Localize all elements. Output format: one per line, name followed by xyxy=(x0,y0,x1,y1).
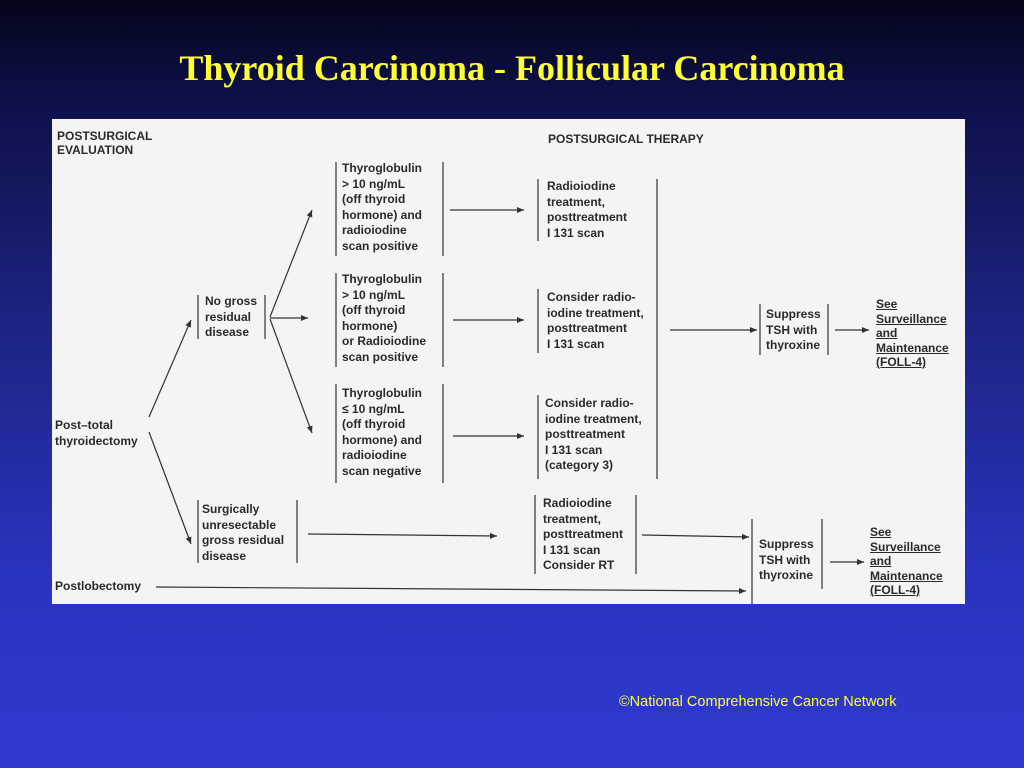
node-treatment-1: Radioiodine treatment, posttreatment I 1… xyxy=(547,179,628,240)
node-postlobectomy: Postlobectomy xyxy=(55,579,142,593)
link-surveillance-maintenance-1[interactable]: See Surveillance and Maintenance (FOLL-4… xyxy=(876,297,949,369)
node-treatment-2: Consider radio- iodine treatment, posttr… xyxy=(547,290,644,351)
arrow-to-no-gross xyxy=(148,319,192,418)
arrow-to-cond3 xyxy=(269,318,313,434)
header-postsurgical-therapy: POSTSURGICAL THERAPY xyxy=(548,132,704,146)
arrow-to-cond1 xyxy=(269,209,313,318)
flowchart-panel: POSTSURGICAL EVALUATION POSTSURGICAL THE… xyxy=(52,119,965,604)
arrow-postlobectomy xyxy=(155,586,747,594)
node-condition-3: Thyroglobulin ≤ 10 ng/mL (off thyroid ho… xyxy=(342,386,422,478)
node-treatment-4: Radioiodine treatment, posttreatment I 1… xyxy=(543,496,624,572)
node-suppress-tsh-1: Suppress TSH with thyroxine xyxy=(766,307,821,352)
node-suppress-tsh-2: Suppress TSH with thyroxine xyxy=(759,537,814,582)
copyright-footer: ©National Comprehensive Cancer Network xyxy=(619,694,897,710)
page-title: Thyroid Carcinoma - Follicular Carcinoma xyxy=(179,48,845,88)
node-surgically-unresectable: Surgically unresectable gross residual d… xyxy=(202,502,285,563)
flowchart-connectors xyxy=(148,162,869,604)
arrow-surgically-treat4 xyxy=(307,532,498,539)
link-surveillance-maintenance-2[interactable]: See Surveillance and Maintenance (FOLL-4… xyxy=(870,525,943,597)
node-no-gross-residual: No gross residual disease xyxy=(205,294,258,339)
node-condition-2: Thyroglobulin > 10 ng/mL (off thyroid ho… xyxy=(342,272,426,364)
arrow-to-surgically xyxy=(148,431,192,545)
node-condition-1: Thyroglobulin > 10 ng/mL (off thyroid ho… xyxy=(342,161,422,253)
arrow-treat4-suppress2 xyxy=(641,533,750,540)
node-post-total-thyroidectomy: Post–total thyroidectomy xyxy=(55,418,138,448)
header-postsurgical-evaluation: POSTSURGICAL EVALUATION xyxy=(57,129,153,157)
node-treatment-3: Consider radio- iodine treatment, posttr… xyxy=(545,396,642,472)
